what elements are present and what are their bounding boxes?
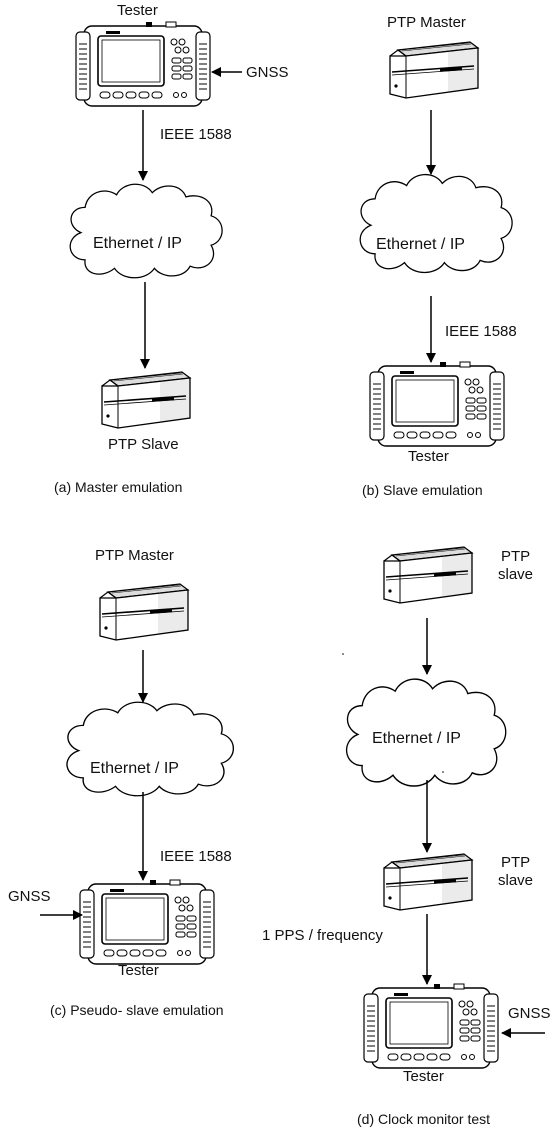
panel-d-caption: (d) Clock monitor test: [357, 1111, 491, 1127]
panel-a-ieee-label: IEEE 1588: [160, 126, 232, 143]
speck-2: [442, 771, 444, 773]
speck-1: [342, 653, 344, 655]
panel-a-gnss-label: GNSS: [246, 64, 289, 81]
panel-d-pps-label: 1 PPS / frequency: [262, 927, 383, 944]
panel-b-tester: [369, 361, 505, 447]
panel-c-network-label: Ethernet / IP: [90, 760, 179, 777]
panel-d-ptp-slave-top-box: [383, 546, 473, 604]
panel-d-slave-bottom-label-1: PTP: [501, 854, 531, 871]
panel-a-ptp-slave-box: [101, 371, 191, 429]
panel-b-cloud: [359, 173, 513, 274]
panel-c-gnss-label: GNSS: [8, 888, 51, 905]
panel-d-ptp-slave-bottom-box: [383, 853, 473, 911]
panel-a-tester: [75, 21, 211, 107]
panel-a-tester-label: Tester: [117, 2, 158, 19]
panel-c-ieee-label: IEEE 1588: [160, 848, 232, 865]
panel-d-network-label: Ethernet / IP: [372, 730, 461, 747]
panel-c-tester: [79, 879, 215, 965]
panel-b-tester-label: Tester: [408, 448, 449, 465]
panel-a-slave-label: PTP Slave: [108, 436, 179, 453]
panel-b-ptp-master-box: [389, 41, 479, 99]
panel-c-cloud: [66, 701, 235, 797]
panel-c-caption: (c) Pseudo- slave emulation: [50, 1002, 224, 1018]
panel-d-slave-top-label-1: PTP: [501, 548, 531, 565]
panel-d-tester: [363, 983, 499, 1069]
panel-b-caption: (b) Slave emulation: [362, 482, 483, 498]
panel-b-ieee-label: IEEE 1588: [445, 323, 517, 340]
panel-b-master-label: PTP Master: [387, 14, 466, 31]
panel-d-slave-top-label-2: slave: [498, 566, 534, 583]
panel-a-network-label: Ethernet / IP: [93, 235, 182, 252]
panel-a-cloud: [69, 183, 223, 279]
panel-a-caption: (a) Master emulation: [54, 479, 183, 495]
panel-d-slave-bottom-label-2: slave: [498, 872, 534, 889]
panel-d-tester-label: Tester: [403, 1068, 444, 1085]
panel-c-tester-label: Tester: [118, 962, 159, 979]
panel-b-network-label: Ethernet / IP: [376, 236, 465, 253]
panel-c-master-label: PTP Master: [95, 547, 174, 564]
panel-d-gnss-label: GNSS: [508, 1005, 551, 1022]
panel-c-ptp-master-box: [99, 583, 189, 641]
